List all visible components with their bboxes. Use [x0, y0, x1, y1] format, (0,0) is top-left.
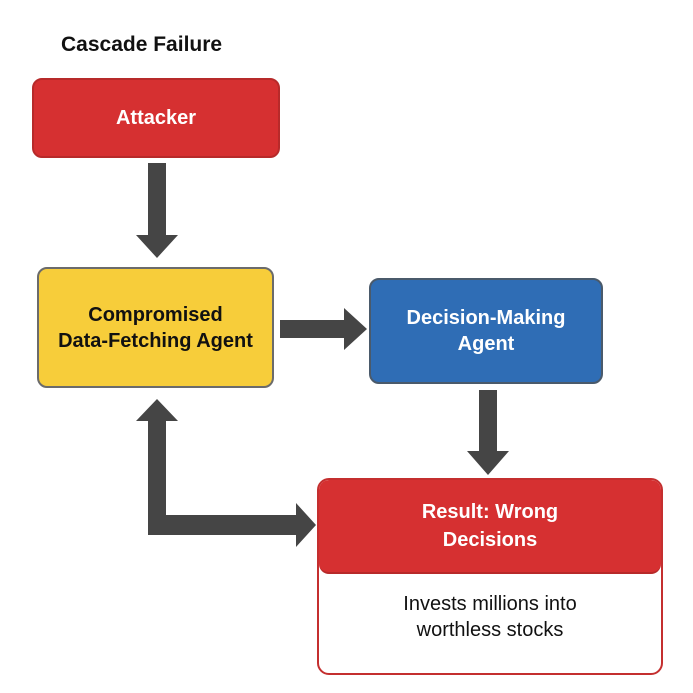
decision-agent-label-line2: Agent — [457, 333, 515, 355]
diagram-title: Cascade Failure — [61, 33, 223, 56]
result-heading-line1: Result: Wrong — [421, 501, 559, 523]
result-description: Invests millions into worthless stocks — [319, 574, 661, 643]
result-description-line1: Invests millions into — [403, 593, 577, 615]
arrow-attacker-to-compromised — [136, 163, 178, 258]
result-description-line2: worthless stocks — [416, 619, 564, 641]
compromised-agent-label-line1: Compromised — [88, 303, 223, 326]
result-node: Result: Wrong Decisions Invests millions… — [317, 478, 663, 675]
decision-agent-label-line1: Decision-Making — [406, 307, 566, 329]
result-heading: Result: Wrong Decisions — [319, 480, 661, 574]
attacker-label: Attacker — [115, 107, 197, 129]
compromised-agent-node: Compromised Data-Fetching Agent — [37, 267, 274, 388]
arrow-result-compromised-feedback — [136, 399, 316, 547]
compromised-agent-label-line2: Data-Fetching Agent — [58, 329, 253, 352]
arrow-decision-to-result — [467, 390, 509, 475]
attacker-node: Attacker — [32, 78, 280, 158]
decision-agent-node: Decision-Making Agent — [369, 278, 603, 384]
result-heading-line2: Decisions — [442, 529, 538, 551]
arrow-compromised-to-decision — [280, 308, 367, 350]
